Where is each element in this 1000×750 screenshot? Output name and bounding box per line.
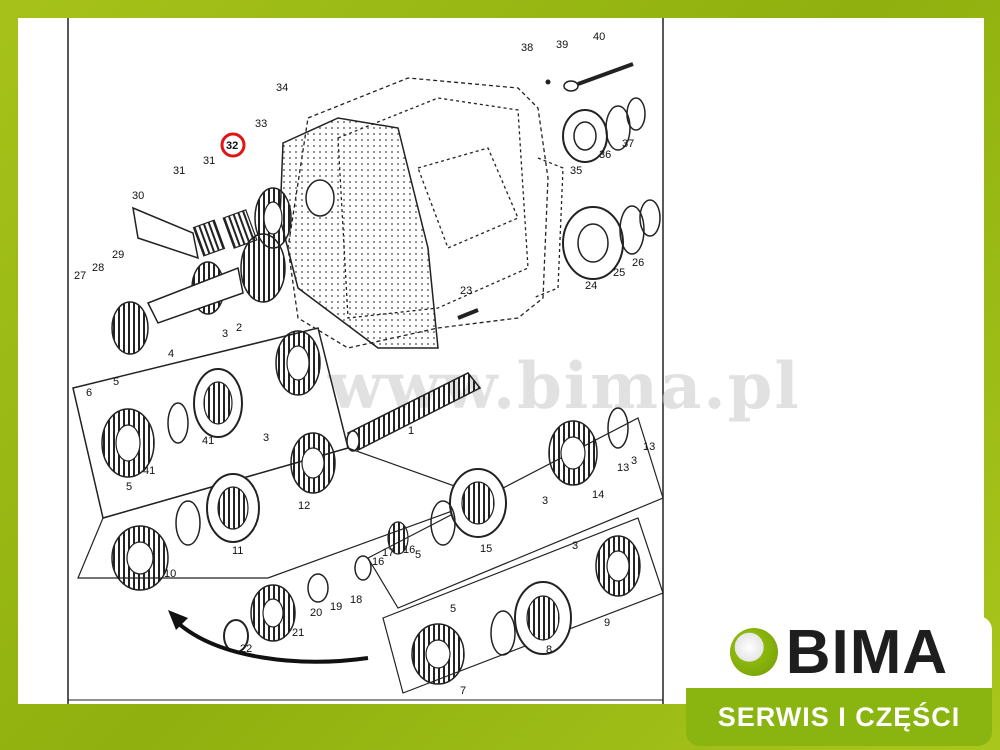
callout-labels: 1233333455556789101112131314151616171819…: [74, 31, 655, 697]
callout-label: 24: [585, 280, 597, 292]
callout-label: 16: [403, 544, 415, 556]
callout-label: 38: [521, 42, 533, 54]
upper-shaft-assembly: [111, 187, 292, 355]
golf-ball-icon: [729, 628, 778, 676]
assembly-arrow: [176, 621, 369, 664]
callout-label: 17: [382, 547, 394, 559]
callout-label: 5: [415, 549, 421, 561]
gear-set-5-9: [411, 535, 641, 685]
callout-label: 22: [240, 643, 252, 655]
callout-label: 6: [86, 387, 92, 399]
logo-tagline: SERWIS I CZĘŚCI: [717, 701, 961, 732]
needle-bearing-31: [192, 219, 226, 257]
callout-label: 34: [276, 82, 288, 94]
callout-label: 14: [592, 489, 604, 501]
gasket-plate: [279, 117, 439, 349]
callout-label: 9: [604, 617, 610, 629]
washer-39: [563, 80, 579, 92]
callout-label: 12: [298, 500, 310, 512]
callout-label: 29: [112, 249, 124, 261]
group-box-5-9: [382, 517, 664, 694]
snap-ring-36: [605, 105, 631, 151]
callout-label: 13: [617, 462, 629, 474]
callout-label: 4: [168, 348, 174, 360]
callout-label: 20: [310, 607, 322, 619]
callout-label: 3: [631, 455, 637, 467]
callout-label: 18: [350, 594, 362, 606]
snap-ring-26: [639, 199, 661, 237]
callout-label: 21: [292, 627, 304, 639]
callout-label: 31: [173, 165, 185, 177]
callout-label: 10: [164, 568, 176, 580]
callout-label: 41: [202, 435, 214, 447]
callout-label: 3: [572, 540, 578, 552]
callout-label: 5: [113, 376, 119, 388]
callout-label: 30: [132, 190, 144, 202]
callout-label: 7: [460, 685, 466, 697]
bolt-40: [577, 62, 634, 86]
logo-bottom: SERWIS I CZĘŚCI: [686, 688, 992, 746]
diagram-sheet: www.bima.pl: [18, 18, 992, 746]
callout-label: 28: [92, 262, 104, 274]
bearing-27: [111, 301, 149, 355]
callout-label: 8: [546, 644, 552, 656]
callout-label: 2: [236, 322, 242, 334]
callout-label: 3: [263, 432, 269, 444]
cluster-gear-29: [240, 233, 286, 303]
bearing-24: [562, 206, 624, 280]
arrow-head: [168, 610, 188, 630]
bolt-23: [457, 308, 479, 320]
callout-label: 5: [450, 603, 456, 615]
small-parts-16-22: [223, 521, 409, 653]
callout-label: 31: [203, 155, 215, 167]
gear-set-13-15: [430, 407, 629, 546]
callout-label: 36: [599, 149, 611, 161]
highlight-circle-32: [220, 132, 246, 158]
shaft-30: [132, 206, 199, 260]
callout-label: 19: [330, 601, 342, 613]
callout-label: 23: [460, 285, 472, 297]
group-box-10-12: [77, 447, 490, 579]
callout-label: 13: [643, 441, 655, 453]
callout-label: 11: [232, 545, 243, 557]
callout-label: 25: [613, 267, 625, 279]
snap-ring-37: [626, 97, 646, 131]
callout-label: 3: [222, 328, 228, 340]
gasket-bore: [305, 179, 335, 217]
callout-label: 39: [556, 39, 568, 51]
gear-set-10-12: [111, 432, 336, 591]
gearbox-exploded-diagram: www.bima.pl: [67, 18, 799, 704]
callout-label: 15: [480, 543, 492, 555]
callout-label: 1: [408, 425, 414, 437]
gear-set-2-6: [101, 330, 321, 478]
snap-ring-25: [619, 205, 645, 255]
callout-label: 41: [143, 465, 155, 477]
callout-label: 37: [622, 138, 634, 150]
group-box-13-15: [367, 417, 664, 609]
main-shaft-1: [346, 372, 482, 452]
callout-label: 16: [372, 556, 384, 568]
pin-38: [545, 79, 551, 85]
callout-label: 35: [570, 165, 582, 177]
needle-bearing-31b: [222, 209, 258, 249]
bima-logo: BIMA SERWIS I CZĘŚCI: [686, 616, 992, 746]
callout-label: 40: [593, 31, 605, 43]
logo-top: BIMA: [686, 616, 992, 688]
callout-label: 3: [542, 495, 548, 507]
logo-brand: BIMA: [785, 617, 949, 687]
callout-label: 33: [255, 118, 267, 130]
callout-label: 5: [126, 481, 132, 493]
callout-label: 27: [74, 270, 86, 282]
callout-32: 32: [226, 140, 238, 152]
callout-label: 26: [632, 257, 644, 269]
